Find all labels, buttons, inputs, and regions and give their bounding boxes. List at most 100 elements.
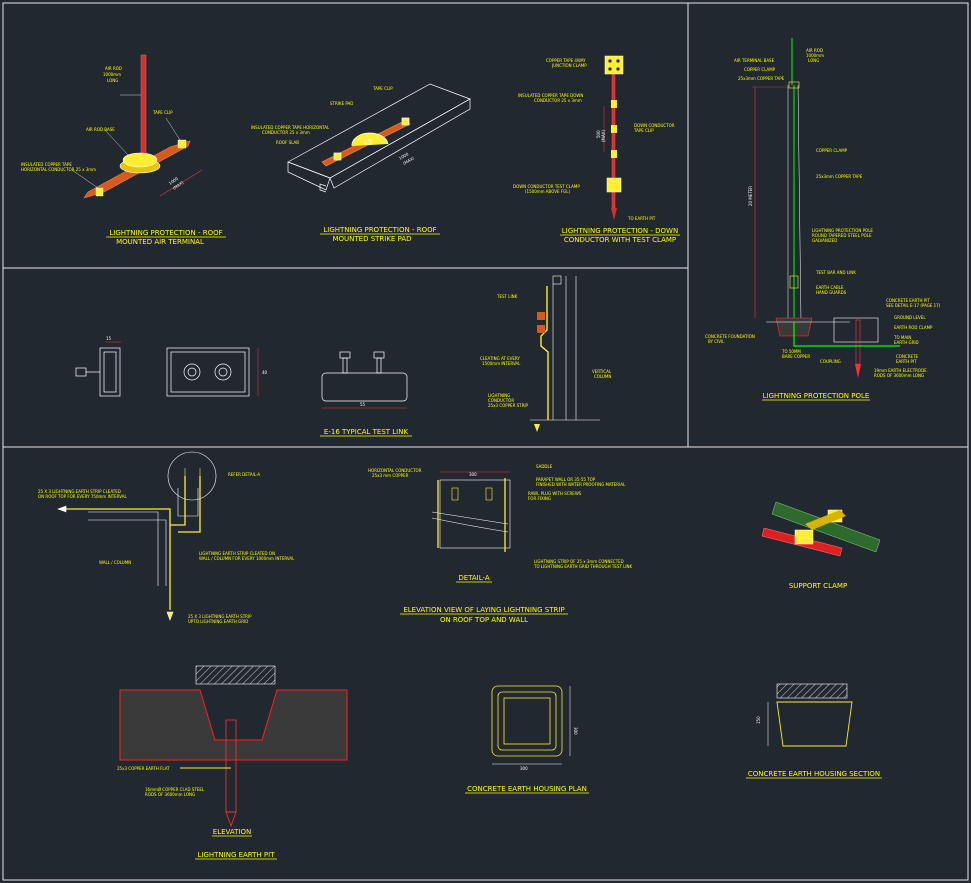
strike-pad-title-line2: MOUNTED STRIKE PAD	[332, 235, 411, 243]
test-clamp-label2: (1500mm ABOVE FGL)	[525, 189, 570, 194]
horizontal-conductor-label: HORIZONTAL CONDUCTOR 25 x 3mm	[21, 167, 96, 172]
refer-detail-label: REFER DETAIL-A	[228, 472, 260, 477]
earth-pit-title-line2: LIGHTNING EARTH PIT	[197, 851, 275, 859]
detail-a-title: DETAIL-A	[458, 574, 490, 582]
pole-air-rod-label1: AIR ROD	[806, 48, 823, 53]
pole-copper-tape-top-label: 25x3mm COPPER TAPE	[738, 76, 785, 81]
pole-copper-clamp-top-label: COPPER CLAMP	[744, 67, 776, 72]
saddle-label: SADDLE	[536, 464, 553, 469]
earth-pit-drawing	[119, 665, 348, 828]
air-terminal-dim-max: (MAX)	[172, 180, 185, 191]
air-rod-length-label: LONG	[107, 78, 118, 83]
air-rod-base-label: AIR ROD BASE	[86, 127, 115, 132]
pole-air-rod-label2: 1000mm	[806, 53, 824, 58]
down-insulated-label2: CONDUCTOR 25 x 3mm	[534, 98, 582, 103]
air-terminal-title-line2: MOUNTED AIR TERMINAL	[116, 238, 204, 246]
strike-pad-title-line1: LIGHTNING PROTECTION - ROOF	[323, 226, 436, 234]
air-terminal-panel: AIR ROD 1000mm LONG TAPE CLIP AIR ROD BA…	[21, 54, 226, 246]
clad-steel-rod-label2: RODS OF 3600mm LONG	[145, 792, 195, 797]
down-conductor-label1: DOWN CONDUCTOR	[634, 123, 675, 128]
air-terminal-dim-value: 1000	[168, 176, 180, 186]
strike-pad-tape-clip-label: TAPE CLIP	[372, 86, 393, 91]
cleating-label2: 1500mm INTERVAL	[482, 361, 521, 366]
detail-horizontal-conductor-label1: HORIZONTAL CONDUCTOR	[368, 468, 422, 473]
wall-column-label: WALL / COLUMN	[99, 560, 131, 565]
pole-panel: AIR ROD 1000mm LONG AIR TERMINAL BASE CO…	[705, 38, 941, 401]
pole-air-rod-label3: LONG	[808, 58, 819, 63]
ground-level-label: GROUND LEVEL	[894, 315, 926, 320]
strip-connected-label1: LIGHTNING STRIP OF 25 x 3mm CONNECTED	[534, 559, 624, 564]
earth-electrode-label1: 19mm EARTH ELECTRODE	[874, 368, 927, 373]
earth-cable-label1: EARTH CABLE	[816, 285, 844, 290]
earth-pit-panel: 25x3 COPPER EARTH FLAT 16mmØ COPPER CLAD…	[117, 665, 348, 860]
rawl-plug-label1: RAWL PLUG WITH SCREWS	[528, 491, 582, 496]
test-link-dim-55: 55	[360, 402, 366, 407]
to-main-grid-label2: EARTH GRID	[894, 340, 919, 345]
lightning-conductor-label1: LIGHTNING	[488, 393, 510, 398]
lightning-conductor-label3: 25x3 COPPER STRIP	[488, 403, 529, 408]
clad-steel-rod-label1: 16mmØ COPPER CLAD STEEL	[145, 787, 205, 792]
vertical-column-label1: VERTICAL	[592, 369, 612, 374]
strip-elevation-title-line2: ON ROOF TOP AND WALL	[440, 616, 528, 624]
strike-pad-dim-max: (MAX)	[402, 155, 415, 166]
pole-drawing	[752, 38, 900, 378]
housing-section-panel: 150 CONCRETE EARTH HOUSING SECTION	[746, 683, 882, 779]
pole-name-label3: GALVANIZED	[812, 238, 837, 243]
housing-plan-panel: 300 300 CONCRETE EARTH HOUSING PLAN	[465, 685, 589, 794]
concrete-pit-ref-label1: CONCRETE EARTH PIT	[886, 298, 930, 303]
strip-cleated-roof-label2: ON ROOF TOP FOR EVERY 750mm INTERVAL	[38, 494, 127, 499]
housing-section-drawing	[767, 683, 853, 747]
concrete-earth-pit-label2: EARTH PIT	[896, 359, 917, 364]
pole-height-label: 20 METER	[748, 186, 753, 206]
strip-wall-drawing	[57, 451, 217, 621]
air-terminal-base-label: AIR TERMINAL BASE	[734, 58, 775, 63]
support-clamp-title: SUPPORT CLAMP	[789, 582, 847, 590]
junction-clamp-label1: COPPER TAPE 4WAY	[546, 58, 586, 63]
bare-copper-label1: TO 50MM	[781, 349, 801, 354]
test-link-label: TEST LINK	[496, 294, 518, 299]
strike-pad-conductor-label: CONDUCTOR 25 x 3mm	[262, 130, 310, 135]
detail-a-drawing	[431, 471, 511, 552]
test-bar-label: TEST BAR AND LINK	[815, 270, 856, 275]
parapet-label1: PARAPET WALL OR 35-55 TOP	[536, 477, 596, 482]
down-conductor-dim-max: (MAX)	[601, 130, 606, 142]
test-link-drawing	[75, 341, 408, 409]
strip-upto-grid-label2: UPTO LIGHTNING EARTH GRID	[188, 619, 248, 624]
strike-pad-panel: TAPE CLIP STRIKE PAD INSULATED COPPER TA…	[251, 83, 471, 243]
down-conductor-title-line2: CONDUCTOR WITH TEST CLAMP	[564, 236, 676, 244]
roof-slab-label: ROOF SLAB	[276, 140, 299, 145]
test-link-column-drawing	[530, 275, 600, 432]
rawl-plug-label2: FOR FIXING	[528, 496, 551, 501]
air-terminal-title-line1: LIGHTNING PROTECTION - ROOF	[109, 229, 222, 237]
strike-pad-drawing	[287, 83, 471, 193]
concrete-pit-ref-label2: SEE DETAIL E-17 (PAGE 17)	[886, 303, 941, 308]
lightning-conductor-label2: CONDUCTOR	[488, 398, 514, 403]
strike-pad-label: STRIKE PAD	[330, 101, 353, 106]
support-clamp-drawing	[761, 501, 881, 557]
pole-title: LIGHTNING PROTECTION POLE	[763, 392, 870, 400]
strike-pad-dim-value: 1000	[398, 151, 410, 161]
earth-electrode-label2: RODS OF 3600mm LONG	[874, 373, 924, 378]
earth-cable-label2: HAND GUARDS	[816, 290, 847, 295]
housing-plan-drawing	[491, 685, 571, 765]
strip-elevation-title-line1: ELEVATION VIEW OF LAYING LIGHTNING STRIP	[403, 606, 564, 614]
down-conductor-dim: 500	[596, 130, 601, 138]
down-conductor-panel: COPPER TAPE 4WAY JUNCTION CLAMP INSULATE…	[513, 55, 680, 244]
strip-cleated-wall-label2: WALL / COLUMN FOR EVERY 1000mm INTERVAL	[199, 556, 295, 561]
concrete-foundation-label2: BY CIVIL	[708, 339, 725, 344]
strip-upto-grid-label1: 25 X 3 LIGHTNING EARTH STRIP	[188, 614, 252, 619]
housing-plan-height: 300	[573, 727, 578, 735]
test-link-dim-15: 15	[106, 336, 112, 341]
insulated-tape-label: INSULATED COPPER TAPE	[21, 162, 72, 167]
copper-earth-flat-label: 25x3 COPPER EARTH FLAT	[117, 766, 170, 771]
tape-clip-label: TAPE CLIP	[152, 110, 173, 115]
earth-rod-clamp-label: EARTH ROD CLAMP	[894, 325, 933, 330]
air-rod-spec-label: 1000mm	[103, 72, 121, 77]
housing-section-height: 150	[756, 716, 761, 724]
test-link-panel: 15 40 55 TEST LINK CLEATING AT EVERY 150…	[75, 275, 612, 437]
earth-pit-title-line1: ELEVATION	[213, 828, 251, 836]
down-conductor-drawing	[603, 55, 624, 220]
housing-section-title: CONCRETE EARTH HOUSING SECTION	[748, 770, 880, 778]
